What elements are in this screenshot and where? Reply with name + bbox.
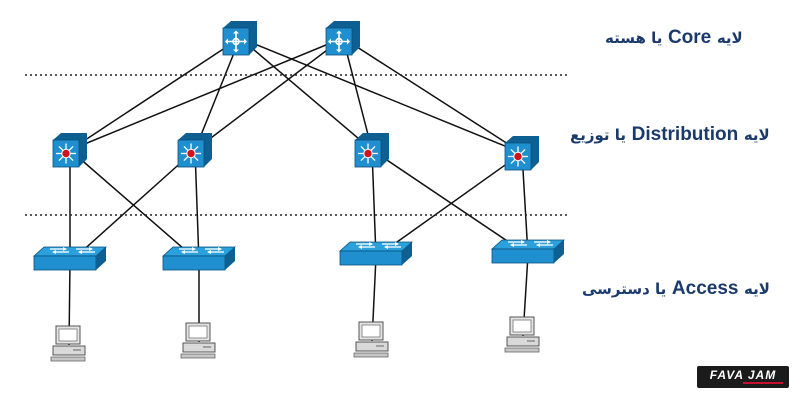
link-core-1-dist-1 — [69, 37, 241, 151]
access-1-arrows-icon — [50, 247, 95, 254]
link-core-2-dist-2 — [194, 37, 344, 151]
link-core-1-dist-4 — [239, 37, 523, 154]
link-dist-2-access-1 — [69, 149, 196, 263]
dist-3-switch — [354, 133, 389, 168]
link-core-2-dist-1 — [69, 37, 344, 151]
access-label-prefix: لایه — [744, 280, 770, 298]
nodes-layer — [32, 21, 566, 362]
distribution-label-suffix: یا توزیع — [570, 126, 627, 144]
access-2-arrows-icon — [179, 247, 224, 254]
core-layer-label: لایه Core یا هسته — [605, 27, 743, 49]
dist-4-router-icon — [508, 146, 528, 167]
core-label-en: Core — [667, 27, 712, 48]
dist-1-router-icon — [56, 143, 76, 164]
favajam-logo: FAVA JAM — [697, 366, 789, 388]
logo-text: FAVA JAM — [709, 368, 777, 382]
dist-1-switch — [52, 133, 87, 168]
core-1-arrows-icon — [225, 30, 247, 53]
dist-4-switch — [504, 136, 539, 171]
distribution-label-en: Distribution — [631, 124, 739, 145]
access-1-switch — [32, 246, 108, 271]
pc-2-computer-icon — [180, 322, 216, 359]
distribution-label-prefix: لایه — [743, 126, 770, 144]
link-dist-4-access-3 — [375, 152, 523, 258]
access-layer-label: لایه Access یا دسترسی — [582, 278, 770, 300]
link-core-2-dist-3 — [342, 37, 373, 151]
link-dist-2-access-2 — [194, 149, 200, 263]
access-3-switch — [338, 241, 414, 266]
pc-1-computer-icon — [50, 325, 86, 362]
pc-3-computer-icon — [353, 321, 389, 358]
access-4-arrows-icon — [508, 240, 553, 247]
dist-2-switch — [177, 133, 212, 168]
core-label-suffix: یا هسته — [605, 29, 663, 47]
link-core-1-dist-3 — [239, 37, 373, 151]
link-dist-3-access-3 — [371, 149, 377, 258]
dist-2-router-icon — [181, 143, 201, 164]
link-dist-3-access-4 — [371, 149, 529, 256]
dist-3-router-icon — [358, 143, 378, 164]
access-4-switch — [490, 239, 566, 264]
core-2-arrows-icon — [328, 30, 350, 53]
links-layer — [68, 37, 529, 346]
core-label-prefix: لایه — [716, 29, 743, 47]
access-2-switch — [161, 246, 237, 271]
access-label-suffix: یا دسترسی — [582, 280, 667, 298]
link-core-1-dist-2 — [194, 37, 241, 151]
link-core-2-dist-4 — [342, 37, 523, 154]
access-label-en: Access — [671, 278, 739, 299]
access-3-arrows-icon — [356, 242, 401, 249]
distribution-layer-label: لایه Distribution یا توزیع — [570, 124, 770, 146]
pc-4-computer-icon — [504, 316, 540, 353]
logo-stripe — [743, 382, 783, 384]
core-2-switch — [325, 21, 360, 56]
core-1-switch — [222, 21, 257, 56]
link-dist-1-access-2 — [69, 149, 200, 263]
